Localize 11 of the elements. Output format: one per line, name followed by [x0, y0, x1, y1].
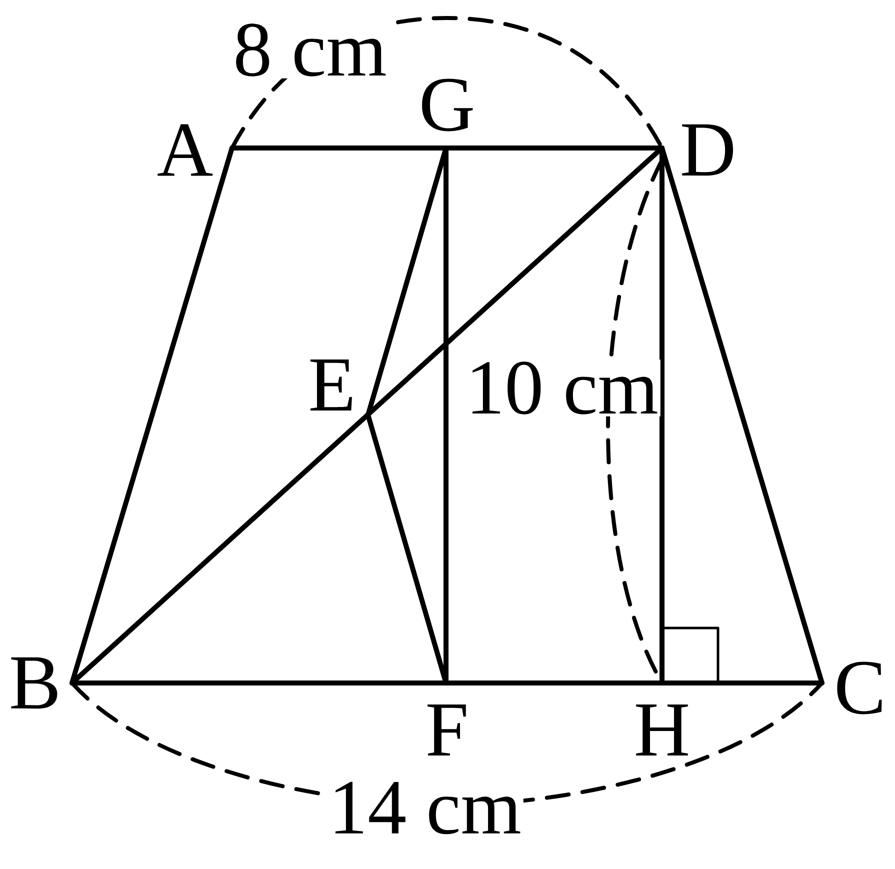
- vertex-label: B: [7, 655, 64, 711]
- length-label: 14 cm: [326, 780, 524, 836]
- length-label: 10 cm: [464, 360, 660, 416]
- vertex-label: F: [423, 702, 471, 758]
- vertex-label: H: [632, 702, 692, 758]
- length-label: 8 cm: [231, 22, 389, 78]
- vertex-label: G: [416, 76, 478, 134]
- vertex-label: C: [832, 660, 888, 716]
- vertex-label: A: [154, 122, 216, 178]
- vertex-label: D: [678, 122, 738, 178]
- vertex-label: E: [306, 357, 358, 413]
